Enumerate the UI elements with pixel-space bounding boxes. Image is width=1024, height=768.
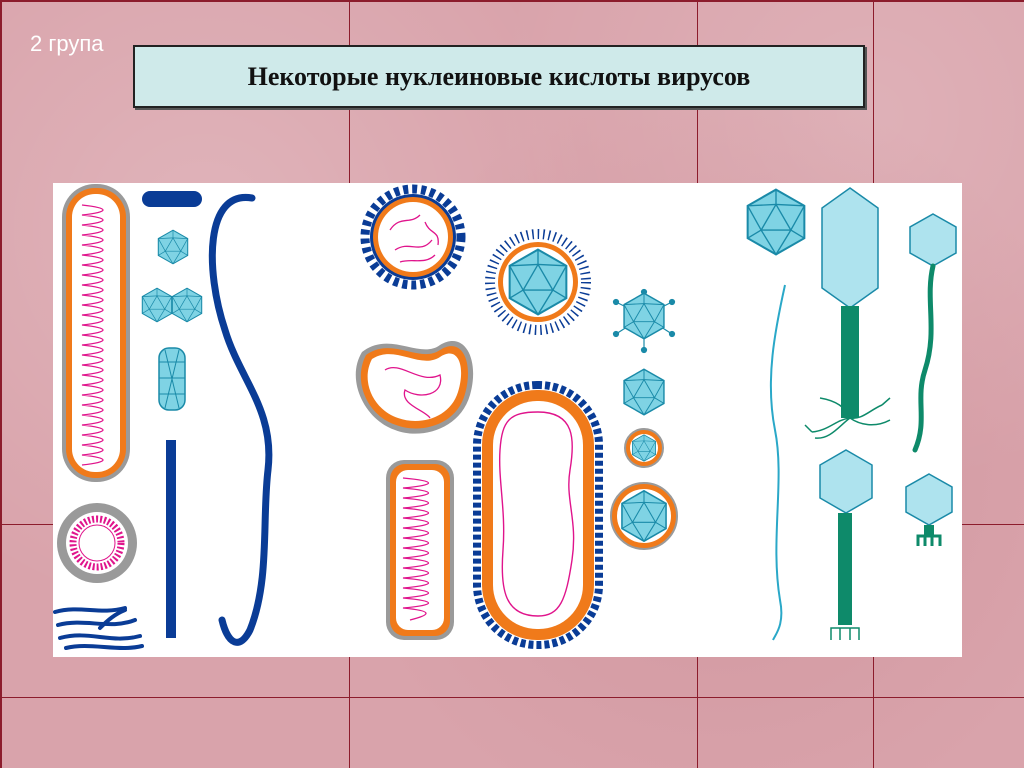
free-nucleic-strand — [769, 284, 786, 641]
large-icosahedron-icon — [746, 188, 806, 256]
rod-virus-helical — [62, 184, 130, 482]
enveloped-icosahedral — [610, 482, 678, 550]
enveloped-virus-dots — [360, 184, 466, 290]
large-capsule-virus — [473, 381, 603, 649]
phage-virus-large — [804, 187, 891, 439]
grid-line — [0, 0, 2, 768]
ring-virus — [57, 503, 137, 583]
small-enveloped-icosahedral — [624, 428, 664, 468]
s-shaped-dna — [208, 194, 273, 646]
elongated-capsid — [158, 347, 186, 411]
phage-virus-medium — [819, 449, 873, 640]
double-icosahedron-icon — [171, 287, 203, 323]
double-icosahedron-icon — [141, 287, 173, 323]
icosahedron-icon — [623, 292, 665, 340]
grid-line — [0, 0, 1024, 2]
group-label: 2 група — [30, 31, 104, 56]
phage-virus-short-tail — [905, 473, 953, 546]
slide-title: Некоторые нуклеиновые кислоты вирусов — [247, 61, 751, 91]
icosahedron-icon — [623, 368, 665, 416]
tangled-dna — [53, 606, 144, 650]
short-rod-virus-helical — [386, 460, 454, 640]
kidney-virus — [355, 341, 474, 434]
small-icosahedron-icon — [157, 229, 189, 265]
virus-illustration-panel — [53, 183, 962, 657]
short-dna-rod — [142, 191, 202, 207]
grid-line — [0, 697, 1024, 698]
phage-virus-flexible-tail — [909, 213, 957, 453]
title-box: Некоторые нуклеиновые кислоты вирусов — [133, 45, 865, 108]
spiky-enveloped-virus — [485, 229, 591, 335]
linear-dna-rod — [166, 440, 176, 638]
